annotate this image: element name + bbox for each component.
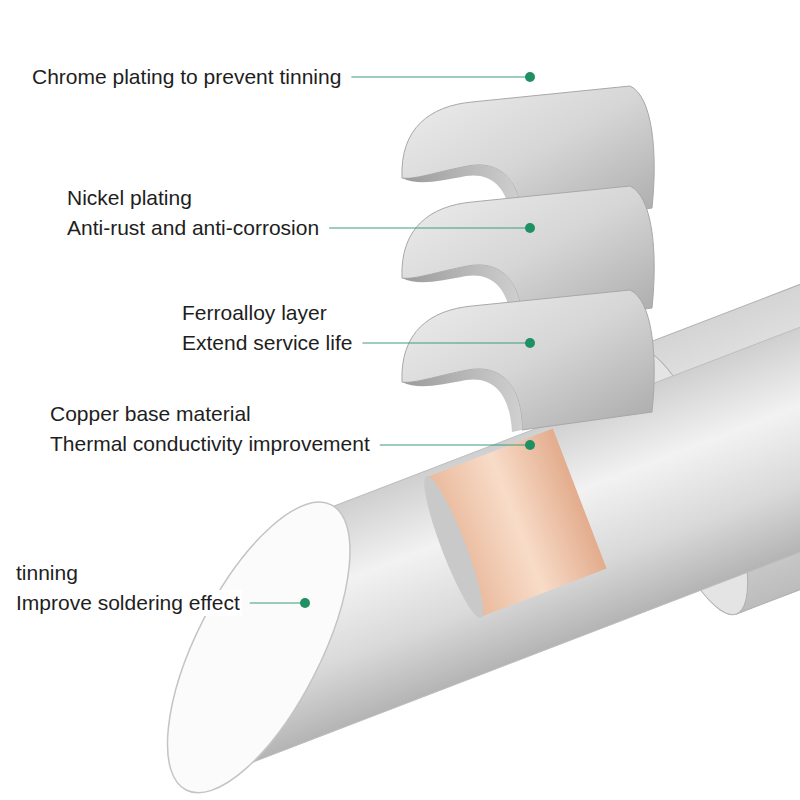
layer-label: Copper base material xyxy=(48,401,253,427)
layer-label: Anti-rust and anti-corrosion xyxy=(65,215,321,241)
tip-body xyxy=(54,197,800,800)
layer-label: Ferroalloy layer xyxy=(180,300,329,326)
layer-label: Thermal conductivity improvement xyxy=(48,431,372,457)
leader-dot xyxy=(525,338,535,348)
leader-line xyxy=(362,342,530,343)
layer-label: Improve soldering effect xyxy=(14,590,242,616)
leader-line xyxy=(250,602,305,603)
leader-dot xyxy=(300,598,310,608)
leader-line xyxy=(351,76,530,77)
ferroalloy-shell xyxy=(402,290,654,432)
leader-dot xyxy=(525,223,535,233)
copper-edge xyxy=(415,472,492,623)
layer-label: Extend service life xyxy=(180,330,354,356)
shell-layer xyxy=(402,290,654,430)
layer-label: tinning xyxy=(14,560,80,586)
shell-edge xyxy=(402,369,522,432)
leader-dot xyxy=(525,440,535,450)
leader-dot xyxy=(525,72,535,82)
tinned-face xyxy=(131,477,387,800)
leader-line xyxy=(329,227,530,228)
layer-label: Nickel plating xyxy=(65,185,194,211)
leader-line xyxy=(380,444,530,445)
layer-label: Chrome plating to prevent tinning xyxy=(30,64,343,90)
